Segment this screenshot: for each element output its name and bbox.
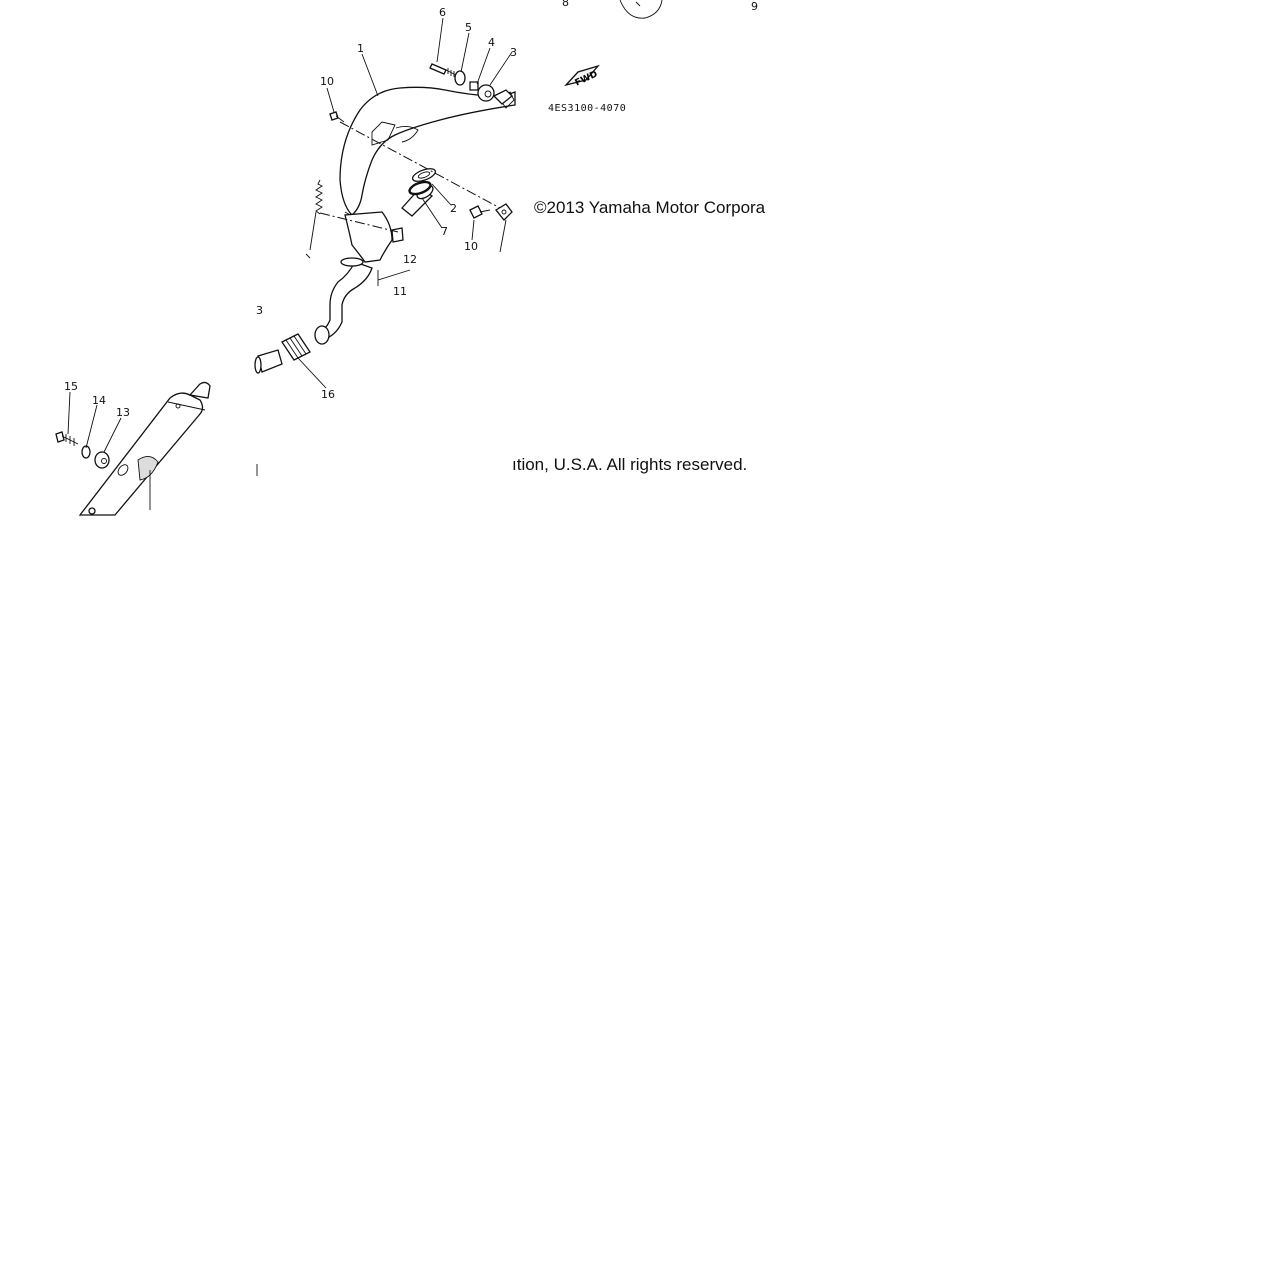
callout-11: 11 <box>393 285 407 298</box>
callout-5: 5 <box>465 21 472 34</box>
top-partial-part <box>619 0 663 19</box>
callout-16: 16 <box>321 388 335 401</box>
copyright-bottom: ıtion, U.S.A. All rights reserved. <box>512 455 747 474</box>
callout-13: 13 <box>116 406 130 419</box>
alignment-lines <box>319 121 501 233</box>
callout-7: 7 <box>441 225 448 238</box>
mount-hardware-top <box>429 63 513 105</box>
callout-numbers: 8 9 6 5 4 3 1 10 2 7 10 12 11 3 16 15 14… <box>64 0 758 419</box>
leader-lines <box>67 17 513 510</box>
exhaust-pipe <box>314 184 434 345</box>
bolt-10-lower <box>469 203 513 221</box>
fwd-badge: FWD <box>564 64 600 89</box>
callout-4: 4 <box>488 36 495 49</box>
callout-10-lower: 10 <box>464 240 478 253</box>
callout-10-upper: 10 <box>320 75 334 88</box>
callout-15: 15 <box>64 380 78 393</box>
callout-12-upper: 12 <box>403 253 417 266</box>
callout-6: 6 <box>439 6 446 19</box>
gaskets <box>408 168 437 196</box>
silencer <box>78 381 211 516</box>
callout-8: 8 <box>562 0 569 9</box>
callout-2: 2 <box>450 202 457 215</box>
expansion-chamber <box>339 86 516 263</box>
callout-3-left: 3 <box>256 304 263 317</box>
silencer-joint <box>254 333 311 374</box>
silencer-hardware <box>55 431 110 469</box>
callout-1: 1 <box>357 42 364 55</box>
part-code: 4ES3100-4070 <box>548 103 626 114</box>
callout-9: 9 <box>751 0 758 13</box>
spring <box>315 179 323 215</box>
callout-3-top: 3 <box>510 46 517 59</box>
callout-14: 14 <box>92 394 106 407</box>
bolt-10-upper <box>329 111 345 123</box>
crop-mark <box>305 253 311 259</box>
copyright-top: ©2013 Yamaha Motor Corpora <box>534 198 766 217</box>
